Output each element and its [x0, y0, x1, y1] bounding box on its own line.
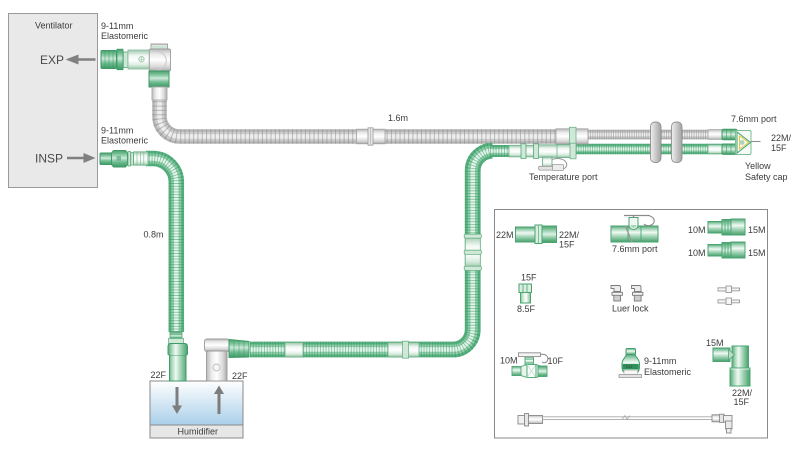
svg-text:15F: 15F [559, 240, 575, 250]
svg-text:9-11mm: 9-11mm [101, 126, 133, 136]
svg-text:15F: 15F [734, 397, 750, 407]
svg-text:22F: 22F [232, 371, 248, 381]
svg-text:Humidifier: Humidifier [178, 427, 219, 437]
svg-text:9-11: 9-11 [626, 365, 632, 369]
svg-text:1.6m: 1.6m [388, 113, 408, 123]
svg-text:Temperature port: Temperature port [529, 172, 598, 182]
svg-text:10M: 10M [688, 225, 706, 235]
svg-text:Yellow: Yellow [745, 161, 771, 171]
svg-text:7.6mm port: 7.6mm port [612, 244, 658, 254]
svg-text:15F: 15F [521, 273, 537, 283]
svg-text:22F: 22F [151, 370, 167, 380]
svg-text:10F: 10F [548, 356, 564, 366]
svg-text:8.5F: 8.5F [517, 304, 536, 314]
svg-text:15F: 15F [771, 143, 787, 153]
svg-text:10M: 10M [688, 248, 706, 258]
svg-text:22M: 22M [496, 230, 514, 240]
svg-text:Luer lock: Luer lock [612, 304, 649, 314]
svg-text:7.6mm port: 7.6mm port [731, 114, 777, 124]
svg-text:9-11mm: 9-11mm [644, 356, 676, 366]
svg-text:15M: 15M [748, 225, 766, 235]
svg-text:22M/: 22M/ [559, 230, 580, 240]
svg-text:15M: 15M [706, 338, 724, 348]
svg-text:Elastomeric: Elastomeric [101, 136, 149, 146]
svg-text:22M/: 22M/ [732, 388, 753, 398]
svg-text:10M: 10M [500, 356, 518, 366]
svg-text:22M/: 22M/ [771, 133, 792, 143]
svg-text:9-11mm: 9-11mm [101, 21, 133, 31]
svg-text:0.8m: 0.8m [144, 230, 164, 240]
svg-text:Elastomeric: Elastomeric [644, 367, 692, 377]
svg-text:15M: 15M [748, 248, 766, 258]
svg-text:Ventilator: Ventilator [35, 21, 73, 31]
svg-text:INSP: INSP [35, 152, 63, 166]
svg-text:EXP: EXP [40, 53, 64, 67]
svg-text:Safety cap: Safety cap [745, 172, 788, 182]
svg-text:Elastomeric: Elastomeric [101, 31, 149, 41]
